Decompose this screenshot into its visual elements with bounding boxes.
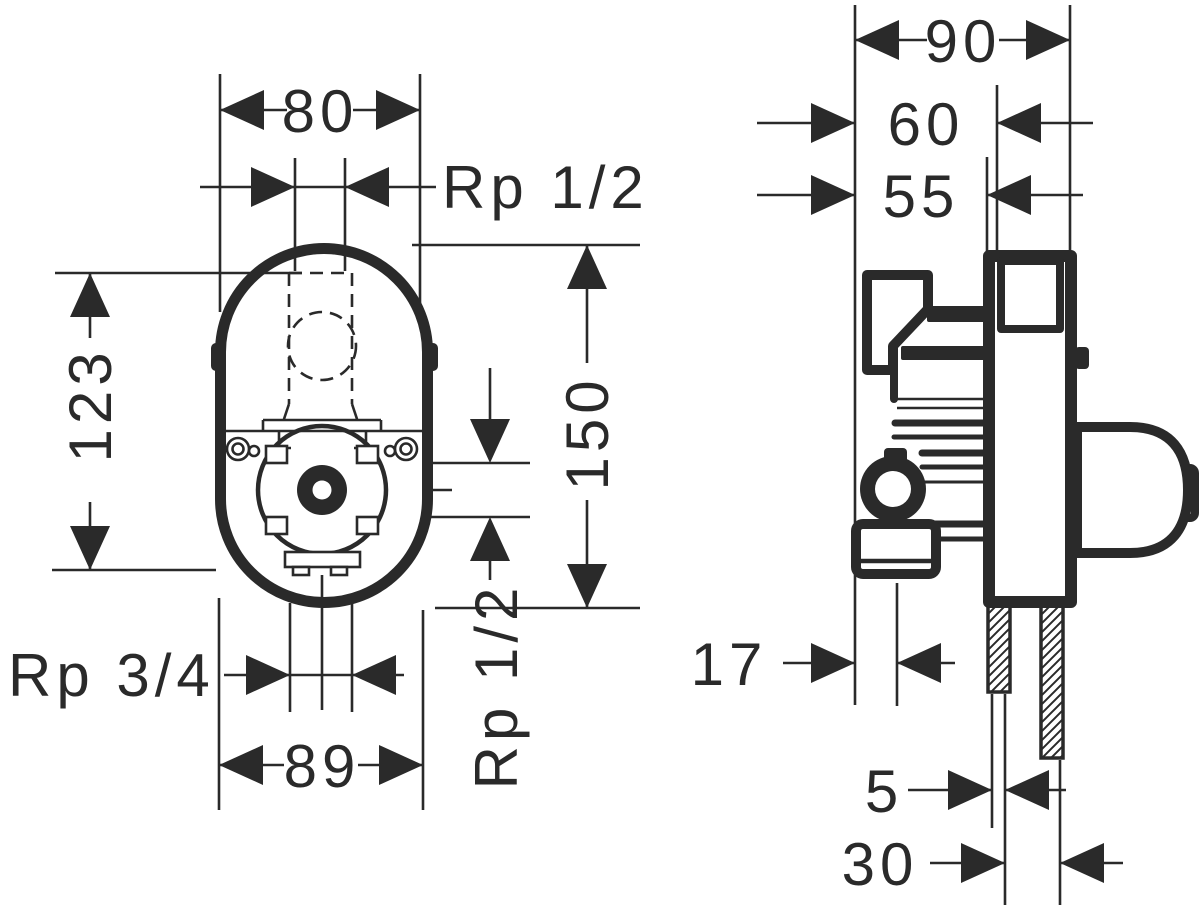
arrow-down-rp12c [470,419,510,463]
arrow-right-30 [1060,843,1104,883]
dim-label-150: 150 [554,375,621,490]
bracket-connector-bar [927,306,987,322]
housing-side-tab-right [424,343,438,371]
cartridge-notches [264,444,380,536]
hidden-valve-body [286,271,358,404]
dim-label-rp34: Rp 3/4 [8,642,215,709]
front-view: 80 Rp 1/2 123 150 Rp 1/2 Rp 3/4 89 [8,74,649,810]
arrow-rp34-right [352,655,396,695]
front-dimension-lines [52,74,640,810]
ball-valve-core [875,471,911,507]
front-inner-extension-lines [55,158,347,710]
arrow-right-80 [376,90,420,130]
dim-label-rp12-center: Rp 1/2 [463,583,530,790]
lower-connection-block [851,519,941,579]
arrow-left-60 [811,103,855,143]
dim-label-5: 5 [865,758,903,825]
arrow-right-89 [379,745,423,785]
dim-label-rp12-top: Rp 1/2 [442,154,649,221]
body-side-tab [1075,347,1089,369]
arrow-left-89 [219,745,263,785]
dim-label-89: 89 [284,733,361,800]
arrow-left-30 [961,843,1005,883]
arrow-right-5 [1005,770,1049,810]
arrow-left-5 [948,770,992,810]
arrow-up-rp12c [470,517,510,561]
thread-stripes-upper [891,397,989,440]
side-dimension-lines [757,5,1123,905]
dim-label-55: 55 [883,163,960,230]
arrow-down-123 [70,526,110,570]
outlet-hole [312,480,332,500]
side-view: 90 60 55 17 5 30 [691,5,1199,905]
dim-label-17: 17 [691,631,768,698]
connector-bar-lower [901,346,987,360]
body-top-recess [997,257,1064,333]
arrow-up-123 [70,273,110,317]
arrow-right-90 [1026,20,1070,60]
dim-label-90: 90 [925,8,1002,75]
arrow-left-55 [811,175,855,215]
arrow-left-90 [855,20,899,60]
arrow-rp34-left [246,655,290,695]
arrow-rp12-left [251,167,295,207]
dim-label-123: 123 [57,347,124,462]
arrow-rp12-right [345,167,389,207]
arrow-left-17 [811,643,855,683]
arrow-right-60 [997,103,1041,143]
dim-label-80: 80 [282,78,359,145]
arrow-left-80 [220,90,264,130]
screw-boss-left [225,436,261,462]
supply-pipe-left [986,604,1012,694]
screw-boss-right [383,436,419,462]
dim-label-60: 60 [888,91,965,158]
cartridge-foot [283,550,362,577]
arrow-right-17 [897,643,941,683]
arrow-up-150 [567,245,607,289]
arrow-down-150 [567,564,607,608]
housing-side-tab-left [211,343,225,371]
arrow-right-55 [987,175,1031,215]
dim-label-30: 30 [842,831,919,898]
function-dome [1072,422,1193,558]
supply-pipe-right [1039,604,1065,760]
